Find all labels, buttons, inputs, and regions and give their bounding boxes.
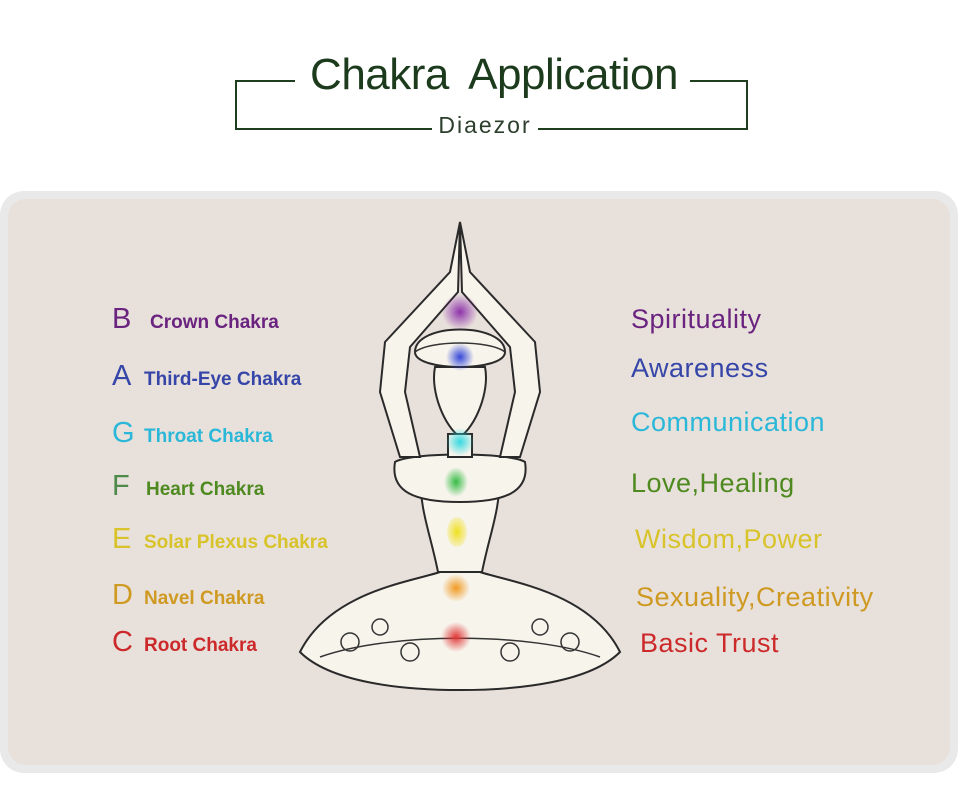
chakra-name: Navel Chakra (144, 588, 265, 609)
chakra-label-third-eye: A Third-Eye Chakra (112, 360, 301, 393)
chakra-meaning-navel: Sexuality,Creativity (636, 582, 874, 612)
frame-top-right (690, 80, 748, 82)
chakra-letter: D (112, 579, 133, 611)
navel-chakra-point (442, 574, 470, 602)
meditating-figure-illustration (298, 221, 622, 692)
chakra-points (441, 294, 478, 652)
chakra-letter: C (112, 626, 133, 658)
header: Chakra Application Diaezor (0, 0, 960, 160)
chakra-name: Third-Eye Chakra (144, 369, 302, 390)
chakra-label-root: C Root Chakra (112, 626, 257, 659)
chakra-name: Solar Plexus Chakra (144, 532, 328, 553)
root-chakra-point (441, 622, 471, 652)
chakra-label-solar-plexus: E Solar Plexus Chakra (112, 523, 328, 556)
chakra-name: Heart Chakra (146, 479, 265, 500)
heart-chakra-point (444, 467, 468, 497)
brand-subtitle-text: Diaezor (432, 112, 538, 138)
chakra-meaning-crown: Spirituality (631, 304, 762, 334)
chakra-meaning-throat: Communication (631, 407, 826, 437)
chakra-label-navel: D Navel Chakra (112, 579, 264, 612)
chakra-meaning-third-eye: Awareness (631, 353, 769, 383)
chakra-letter: B (112, 303, 132, 335)
brand-subtitle: Diaezor (0, 112, 960, 139)
page-title: Chakra Application (0, 50, 960, 100)
chakra-name: Crown Chakra (150, 312, 279, 333)
chakra-meaning-heart: Love,Healing (631, 468, 795, 498)
solar-plexus-chakra-point (447, 517, 467, 547)
page-title-text: Chakra Application (302, 50, 686, 99)
chakra-label-throat: G Throat Chakra (112, 417, 273, 450)
chakra-name: Root Chakra (144, 635, 257, 656)
chakra-label-crown: B Crown Chakra (112, 303, 279, 336)
frame-right (746, 80, 748, 130)
chakra-label-heart: F Heart Chakra (112, 470, 264, 503)
chakra-meaning-solar-plexus: Wisdom,Power (635, 524, 823, 554)
figure-body (298, 221, 622, 692)
chakra-letter: E (112, 523, 132, 555)
chakra-letter: F (112, 470, 130, 502)
chakra-letter: A (112, 360, 132, 392)
chakra-name: Throat Chakra (144, 426, 273, 447)
frame-top-left (235, 80, 295, 82)
frame-left (235, 80, 237, 130)
third-eye-chakra-point (446, 343, 474, 371)
chakra-letter: G (112, 417, 135, 449)
throat-chakra-point (446, 428, 474, 456)
crown-chakra-point (442, 294, 478, 330)
chakra-meaning-root: Basic Trust (640, 628, 780, 658)
